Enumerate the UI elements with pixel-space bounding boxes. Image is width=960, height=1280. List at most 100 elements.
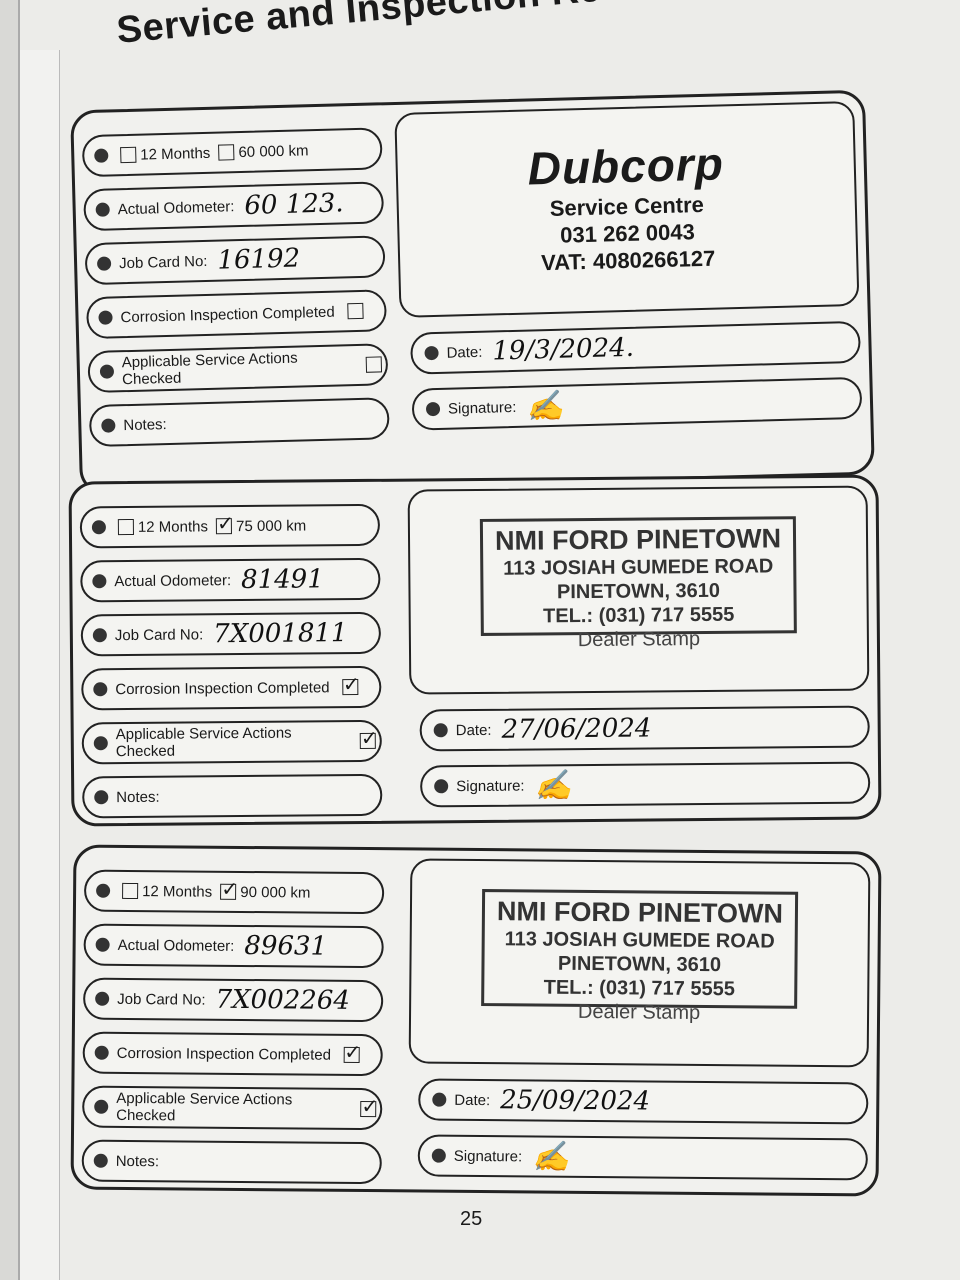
stamp-line: TEL.: (031) 717 5555 xyxy=(542,603,735,628)
bullet-icon xyxy=(425,401,441,417)
km-checkbox[interactable] xyxy=(218,144,235,161)
odometer-value: 89631 xyxy=(244,930,328,962)
service-actions-checkbox[interactable] xyxy=(359,732,376,750)
notes-label: Notes: xyxy=(123,415,167,434)
notes-label: Notes: xyxy=(115,1152,160,1170)
service-actions-checkbox[interactable] xyxy=(365,356,383,373)
bullet-icon xyxy=(424,345,439,361)
corrosion-label: Corrosion Inspection Completed xyxy=(116,1044,332,1064)
odometer-row: Actual Odometer: 89631 xyxy=(83,923,384,969)
interval-row: 12 Months 90 000 km xyxy=(83,869,385,915)
bullet-icon xyxy=(93,682,108,697)
corrosion-checkbox[interactable] xyxy=(346,302,364,320)
km-checkbox[interactable] xyxy=(216,518,233,535)
job-card-row: Job Card No: 7X001811 xyxy=(80,611,382,657)
signature-scribble: ✍ xyxy=(532,1138,570,1175)
bullet-icon xyxy=(96,256,112,271)
date-row: Date:25/09/2024 xyxy=(418,1078,869,1125)
stamp-line: PINETOWN, 3610 xyxy=(556,579,721,604)
notes-row: Notes: xyxy=(88,397,390,448)
corrosion-checkbox[interactable] xyxy=(341,679,359,696)
job-card-value: 7X001811 xyxy=(213,618,348,650)
bullet-icon xyxy=(432,1092,447,1107)
odometer-value: 81491 xyxy=(240,564,324,596)
service-record: 12 Months 75 000 km Actual Odometer: 8149… xyxy=(68,474,882,827)
service-record: 12 Months 60 000 km Actual Odometer:60 1… xyxy=(70,89,875,496)
signature-scribble: ✍ xyxy=(534,767,573,803)
bullet-icon xyxy=(434,779,449,794)
service-actions-label: Applicable Service Actions Checked xyxy=(115,724,292,761)
interval-row: 12 Months 75 000 km xyxy=(79,503,381,549)
corrosion-row: Corrosion Inspection Completed xyxy=(85,289,387,340)
job-card-value: 7X002264 xyxy=(215,984,350,1016)
interval-row: 12 Months 60 000 km xyxy=(81,127,383,178)
stamp-line: 113 JOSIAH GUMEDE ROAD xyxy=(504,928,775,953)
date-row: Date: 19/3/2024. xyxy=(410,320,861,375)
odometer-label: Actual Odometer: xyxy=(114,571,232,590)
service-book-page: Service and Inspection Records 12 Months… xyxy=(18,0,960,1280)
bullet-icon xyxy=(96,883,111,898)
months-label: 12 Months xyxy=(142,882,213,901)
service-actions-row: Applicable Service Actions Checked xyxy=(82,1085,383,1131)
date-value: 25/09/2024 xyxy=(500,1085,651,1117)
bullet-icon xyxy=(92,628,107,643)
interval-label: 60 000 km xyxy=(238,141,309,161)
stamp-line: TEL.: (031) 717 5555 xyxy=(543,976,735,1001)
date-label: Date: xyxy=(446,343,483,362)
km-checkbox[interactable] xyxy=(220,883,237,900)
stamp-dealer-name: NMI FORD PINETOWN xyxy=(496,896,784,929)
bullet-icon xyxy=(94,790,109,805)
service-record: 12 Months 90 000 km Actual Odometer: 8963… xyxy=(70,844,882,1197)
odometer-row: Actual Odometer: 81491 xyxy=(80,557,381,603)
bullet-icon xyxy=(92,574,107,589)
months-label: 12 Months xyxy=(140,144,211,164)
job-card-label: Job Card No: xyxy=(118,252,208,272)
odometer-row: Actual Odometer:60 123. xyxy=(83,181,385,232)
corrosion-label: Corrosion Inspection Completed xyxy=(120,303,335,326)
page-number: 25 xyxy=(460,1208,483,1230)
corrosion-row: Corrosion Inspection Completed xyxy=(81,665,382,711)
bullet-icon xyxy=(94,1045,109,1060)
months-checkbox[interactable] xyxy=(122,882,139,900)
dealer-stamp-caption: Dealer Stamp xyxy=(577,628,701,652)
service-actions-checkbox[interactable] xyxy=(360,1100,377,1118)
bullet-icon xyxy=(431,1148,446,1163)
signature-label: Signature: xyxy=(456,777,525,795)
signature-label: Signature: xyxy=(447,398,517,418)
notes-label: Notes: xyxy=(116,788,160,806)
signature-row: Signature:✍ xyxy=(417,1134,868,1181)
interval-label: 90 000 km xyxy=(240,883,311,902)
service-actions-row: Applicable Service Actions Checked xyxy=(81,719,382,765)
signature-row: Signature: ✍ xyxy=(420,761,871,808)
months-checkbox[interactable] xyxy=(120,146,137,164)
facing-page-edge xyxy=(20,50,60,1280)
odometer-label: Actual Odometer: xyxy=(117,197,235,218)
job-card-row: Job Card No: 16192 xyxy=(84,235,386,286)
corrosion-row: Corrosion Inspection Completed xyxy=(82,1031,383,1077)
corrosion-checkbox[interactable] xyxy=(343,1046,360,1063)
signature-scribble: ✍ xyxy=(525,388,565,425)
bullet-icon xyxy=(93,1153,108,1168)
corrosion-label: Corrosion Inspection Completed xyxy=(115,678,330,698)
date-label: Date: xyxy=(455,721,492,739)
date-value: 19/3/2024. xyxy=(492,332,635,367)
job-card-label: Job Card No: xyxy=(117,990,206,1009)
bullet-icon xyxy=(91,520,106,535)
job-card-label: Job Card No: xyxy=(114,625,204,644)
bullet-icon xyxy=(101,418,116,433)
months-checkbox[interactable] xyxy=(117,518,134,536)
job-card-value: 16192 xyxy=(217,243,301,276)
odometer-label: Actual Odometer: xyxy=(117,936,235,955)
bullet-icon xyxy=(99,364,115,379)
stamp-dealer-name: NMI FORD PINETOWN xyxy=(494,523,782,556)
months-label: 12 Months xyxy=(137,517,209,536)
date-row: Date:27/06/2024 xyxy=(419,705,870,752)
bullet-icon xyxy=(95,937,110,952)
service-actions-label: Applicable Service Actions Checked xyxy=(116,1089,293,1125)
bullet-icon xyxy=(433,723,448,738)
